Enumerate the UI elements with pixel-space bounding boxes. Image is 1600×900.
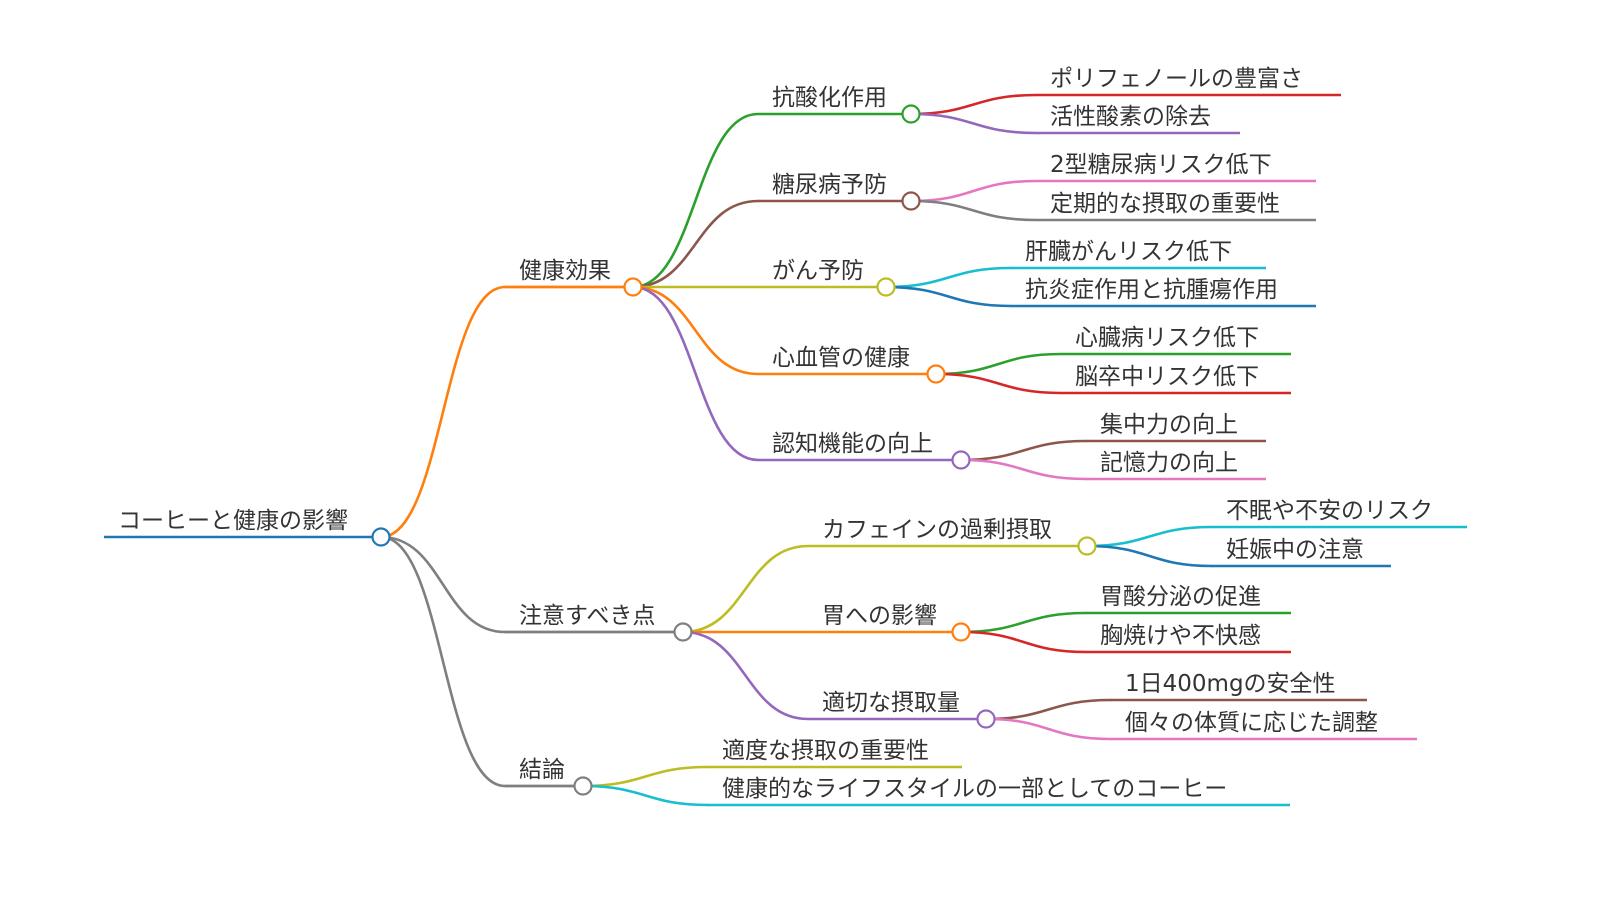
leaf-1-4-2-connector <box>934 372 1063 395</box>
branch-3-connector <box>379 535 507 788</box>
leaf-2-2-2-label: 胸焼けや不快感 <box>1100 623 1261 649</box>
topic-3-1-connector <box>581 765 710 788</box>
leaf-2-1-1-label: 不眠や不安のリスク <box>1226 498 1433 524</box>
topic-1-3-toggle[interactable] <box>876 277 896 297</box>
leaf-2-3-1-connector <box>984 698 1113 721</box>
branch-1-toggle[interactable] <box>623 277 643 297</box>
leaf-1-5-1-label: 集中力の向上 <box>1100 412 1238 438</box>
leaf-1-1-2-connector <box>909 112 1038 135</box>
root-node-toggle[interactable] <box>371 527 391 547</box>
root-node-label: コーヒーと健康の影響 <box>118 508 348 534</box>
branch-2-connector <box>379 535 507 634</box>
leaf-1-5-1-connector <box>959 439 1088 462</box>
branch-2-label: 注意すべき点 <box>519 603 655 629</box>
leaf-2-2-2-connector <box>959 630 1088 654</box>
topic-1-5-label: 認知機能の向上 <box>772 431 933 457</box>
topic-1-4-label: 心血管の健康 <box>772 345 910 371</box>
leaf-1-3-1-label: 肝臓がんリスク低下 <box>1025 239 1232 265</box>
branch-3-toggle[interactable] <box>573 776 593 796</box>
leaf-1-4-1-connector <box>934 352 1063 376</box>
leaf-1-1-1-label: ポリフェノールの豊富さ <box>1050 66 1303 92</box>
topic-3-1-label: 適度な摂取の重要性 <box>722 738 929 764</box>
leaf-2-3-2-label: 個々の体質に応じた調整 <box>1125 710 1378 736</box>
topic-3-2-connector <box>581 784 710 807</box>
branch-1-label: 健康効果 <box>519 258 611 284</box>
topic-2-1-toggle[interactable] <box>1077 536 1097 556</box>
leaf-1-4-1-label: 心臓病リスク低下 <box>1075 325 1259 351</box>
leaf-1-5-2-label: 記憶力の向上 <box>1100 450 1238 476</box>
leaf-2-3-1-label: 1日400mgの安全性 <box>1125 671 1336 697</box>
leaf-1-1-1-connector <box>909 93 1038 116</box>
topic-1-2-connector <box>631 199 760 289</box>
topic-1-4-connector <box>631 285 760 376</box>
topic-2-3-toggle[interactable] <box>976 709 996 729</box>
leaf-1-5-2-connector <box>959 458 1088 481</box>
leaf-1-3-2-connector <box>884 285 1013 308</box>
topic-1-1-connector <box>631 112 760 289</box>
topic-2-2-label: 胃への影響 <box>822 603 937 629</box>
leaf-1-2-2-connector <box>909 199 1038 222</box>
topic-1-4-toggle[interactable] <box>926 364 946 384</box>
branch-2-toggle[interactable] <box>673 622 693 642</box>
leaf-2-1-2-connector <box>1085 544 1214 568</box>
leaf-1-2-2-label: 定期的な摂取の重要性 <box>1050 191 1280 217</box>
leaf-2-1-1-connector <box>1085 525 1214 548</box>
leaf-2-3-2-connector <box>984 717 1113 741</box>
branch-3-label: 結論 <box>519 757 565 783</box>
topic-1-5-toggle[interactable] <box>951 450 971 470</box>
topic-1-3-label: がん予防 <box>772 258 864 284</box>
topic-1-2-label: 糖尿病予防 <box>772 172 887 198</box>
topic-1-1-label: 抗酸化作用 <box>772 85 887 111</box>
topic-2-3-label: 適切な摂取量 <box>822 690 960 716</box>
leaf-1-3-2-label: 抗炎症作用と抗腫瘍作用 <box>1025 277 1278 303</box>
topic-3-2-label: 健康的なライフスタイルの一部としてのコーヒー <box>722 776 1227 802</box>
topic-1-5-connector <box>631 285 760 462</box>
topic-2-2-toggle[interactable] <box>951 622 971 642</box>
leaf-2-1-2-label: 妊娠中の注意 <box>1226 537 1364 563</box>
topic-2-1-label: カフェインの過剰摂取 <box>822 517 1052 543</box>
leaf-1-3-1-connector <box>884 266 1013 289</box>
leaf-1-4-2-label: 脳卒中リスク低下 <box>1075 364 1259 390</box>
leaf-2-2-1-connector <box>959 611 1088 634</box>
leaf-1-2-1-connector <box>909 179 1038 203</box>
topic-2-1-connector <box>681 544 810 634</box>
leaf-1-1-2-label: 活性酸素の除去 <box>1050 104 1211 130</box>
branch-1-connector <box>379 285 507 539</box>
topic-1-2-toggle[interactable] <box>901 191 921 211</box>
topic-2-3-connector <box>681 630 810 721</box>
leaf-2-2-1-label: 胃酸分泌の促進 <box>1100 584 1261 610</box>
leaf-1-2-1-label: 2型糖尿病リスク低下 <box>1050 152 1272 178</box>
topic-1-1-toggle[interactable] <box>901 104 921 124</box>
